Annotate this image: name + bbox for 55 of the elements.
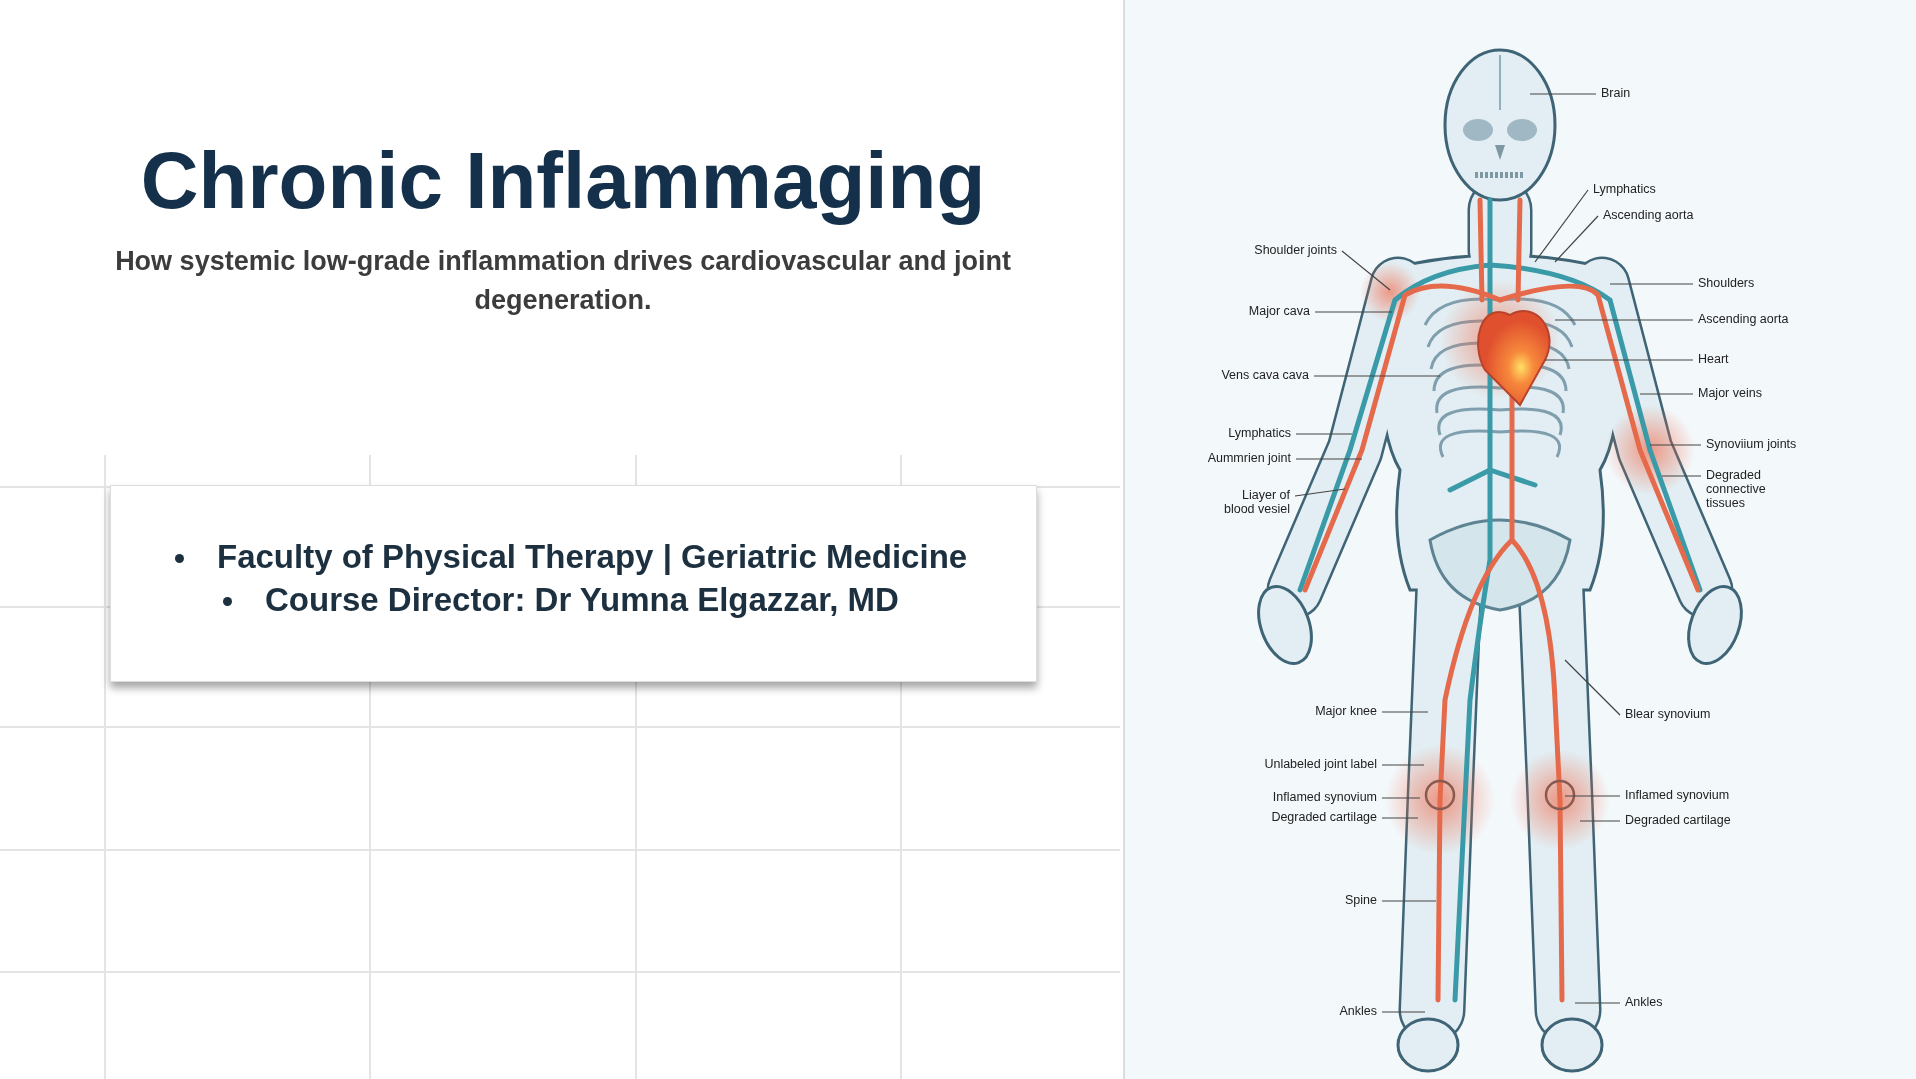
leader-line [1381,764,1425,766]
leader-line [1544,359,1694,361]
leader-line [1295,458,1363,460]
leader-line [1554,319,1694,321]
leader-line [1381,1011,1426,1013]
leader-line [1564,795,1621,797]
leader-line [1529,93,1597,95]
leader-line [1574,1002,1621,1004]
bullet-text: Faculty of Physical Therapy | Geriatric Medicine [217,538,968,576]
part-label: Shoulder joints [1254,243,1337,257]
leader-line [1609,283,1694,285]
leader-line [1381,711,1429,713]
leader-line [1314,311,1393,313]
part-label: Brain [1601,86,1631,100]
leader-line [1649,444,1702,446]
part-label: Liayer of blood vesiel [1214,488,1290,516]
part-label: Major veins [1698,386,1762,400]
part-label: Unlabeled joint label [1264,757,1377,771]
part-label: Shoulders [1698,276,1755,290]
leader-line [1579,820,1621,822]
part-label: Synoviium joints [1706,437,1797,451]
bullet-text: Course Director: Dr Yumna Elgazzar, MD [265,581,899,619]
leader-line [1381,817,1419,819]
part-label: Major knee [1315,704,1377,718]
leader-line [1564,659,1621,716]
part-label: Lymphatics [1228,426,1291,440]
part-label: Blear synovium [1625,707,1711,721]
leader-line [1661,475,1702,477]
leader-line [1534,189,1589,263]
leader-line [1341,250,1391,291]
info-card [110,485,1037,682]
leader-line [1294,488,1346,497]
leader-line [1381,797,1421,799]
part-label: Major cava [1248,304,1310,318]
part-label: Ascending aorta [1698,312,1789,326]
leader-line [1295,433,1353,435]
leader-line [1639,393,1694,395]
part-label: Ascending aorta [1603,208,1694,222]
part-label: Aummrien joint [1207,451,1291,465]
part-label: Degraded connective tissues [1706,468,1796,510]
part-label: Ankles [1339,1004,1377,1018]
leader-line [1554,215,1599,263]
part-label: Vens cava cava [1221,368,1309,382]
part-label: Lymphatics [1593,182,1656,196]
part-label: Degraded cartilage [1271,810,1377,824]
slide-title: Chronic Inflammaging [139,135,987,227]
subtitle: How systemic low-grade inflammation drives cardiovascular and joint degeneration. [114,245,1012,317]
part-label: Degraded cartilage [1625,813,1731,827]
part-label: Spine [1345,893,1377,907]
leader-line [1381,900,1437,902]
part-label: Heart [1698,352,1729,366]
part-label: Inflamed synovium [1625,788,1730,802]
part-label: Ankles [1625,995,1663,1009]
part-label: Inflamed synovium [1272,790,1377,804]
leader-line [1313,375,1441,377]
